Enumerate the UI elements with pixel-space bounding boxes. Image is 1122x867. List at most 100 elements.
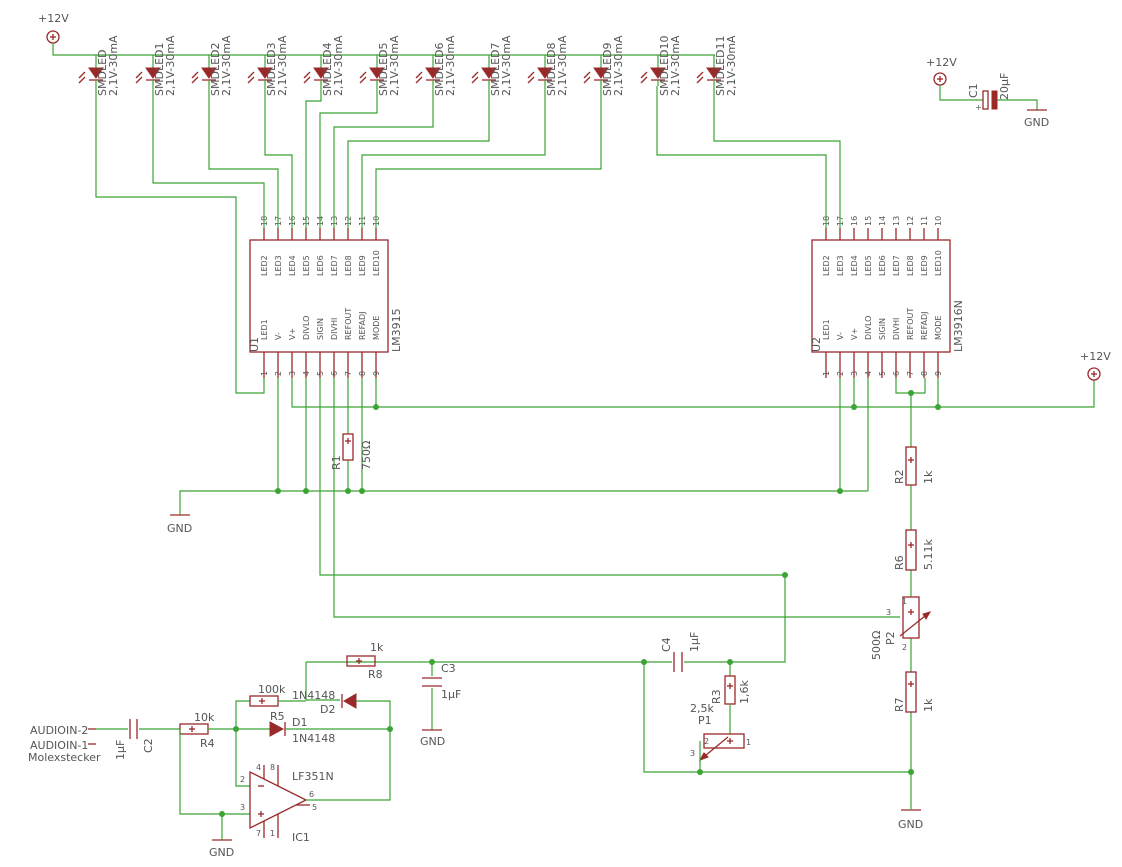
pin-bottom-name: REFADJ: [358, 312, 367, 340]
r8-resistor: 1k R8: [305, 641, 384, 700]
p1-potentiometer: 2,5k P1 1 2 3: [690, 702, 751, 772]
pin-top-num: 11: [920, 216, 929, 226]
pin-bottom-name: V-: [836, 332, 845, 340]
ic1-pin1: 1: [270, 829, 275, 838]
led-value-6: 2,1V-30mA: [444, 35, 457, 96]
pin-top-name: LED2: [822, 255, 831, 276]
pin-top-num: 15: [864, 216, 873, 226]
p1-value: 2,5k: [690, 702, 714, 715]
d2-name: D2: [320, 703, 335, 716]
pin-top-num: 13: [892, 216, 901, 226]
chip-part: LM3916N: [952, 300, 965, 352]
pin-bottom-num: 5: [316, 371, 325, 376]
pin-bottom-name: REFOUT: [344, 308, 353, 340]
pin-bottom-name: DIVHI: [330, 318, 339, 340]
ic1-pin4: 4: [256, 763, 261, 772]
p1-pin2: 2: [704, 737, 709, 746]
pin-top-name: LED8: [906, 255, 915, 276]
p2-value: 500Ω: [870, 631, 883, 660]
p1-pin1: 1: [746, 738, 751, 747]
d1-name: D1: [292, 716, 307, 729]
pin-bottom-name: V+: [288, 328, 297, 340]
pin-top-name: LED4: [288, 255, 297, 276]
pin-top-name: LED8: [344, 255, 353, 276]
r8-value: 1k: [370, 641, 384, 654]
pin-top-name: LED5: [864, 255, 873, 276]
c3-gnd-label: GND: [420, 735, 445, 748]
ic1-pin6: 6: [309, 790, 314, 799]
supply-12v-top: +12V: [38, 12, 69, 44]
c1-capacitor: +12V + GND C1 20µF: [926, 56, 1049, 129]
led-name-3: SMDLED3: [265, 43, 278, 97]
led-value-1: 2,1V-30mA: [164, 35, 177, 96]
chip-name: U1: [248, 337, 261, 352]
pin-top-name: LED7: [330, 255, 339, 276]
pin-bottom-num: 8: [358, 371, 367, 376]
p2-name: P2: [884, 631, 897, 645]
pin-bottom-num: 1: [260, 371, 269, 376]
led-name-9: SMDLED9: [601, 43, 614, 97]
pin-top-name: LED3: [274, 255, 283, 276]
r3-resistor: R3 1,6k: [710, 662, 751, 734]
pin-bottom-name: LED1: [260, 319, 269, 340]
junctions: [219, 390, 941, 817]
pin-bottom-num: 4: [302, 371, 311, 376]
ic1-opamp: 2 3 4 8 6 5 7 1 LF351N IC1 GND: [179, 729, 334, 859]
pin-top-num: 16: [850, 216, 859, 226]
pin-top-name: LED5: [302, 255, 311, 276]
c3-value: 1µF: [441, 688, 461, 701]
pin-bottom-num: 2: [274, 371, 283, 376]
r1-name: R1: [330, 455, 343, 470]
chip-part: LM3915: [390, 308, 403, 352]
pin-bottom-num: 1: [822, 371, 831, 376]
pin-bottom-num: 8: [920, 371, 929, 376]
pin-bottom-name: MODE: [934, 316, 943, 340]
r8-name: R8: [368, 668, 383, 681]
ic1-pin3: 3: [240, 803, 245, 812]
c4-value: 1µF: [688, 632, 701, 652]
d1-diode: D1 1N4148: [236, 716, 390, 745]
pin-bottom-name: DIVLO: [864, 316, 873, 340]
pin-top-num: 14: [878, 216, 887, 226]
u2-bottom-wires: [839, 378, 939, 800]
svg-text:+: +: [975, 103, 982, 112]
led-value-3: 2,1V-30mA: [276, 35, 289, 96]
r7-value: 1k: [922, 698, 935, 712]
pin-bottom-name: DIVHI: [892, 318, 901, 340]
c3-name: C3: [441, 662, 456, 675]
r2-value: 1k: [922, 470, 935, 484]
r4-resistor: 10k R4: [179, 711, 236, 750]
led-value-9: 2,1V-30mA: [612, 35, 625, 96]
pin-bottom-num: 6: [892, 371, 901, 376]
led-0: SMDLED2,1V-30mA: [78, 35, 120, 96]
r5-resistor: 100k R5: [235, 683, 306, 729]
connector: AUDIOIN-2 AUDIOIN-1 Molexstecker: [28, 724, 128, 764]
u1-bottom-wires: [179, 378, 1095, 663]
r4-value: 10k: [194, 711, 215, 724]
led-name-8: SMDLED8: [545, 43, 558, 97]
pin-top-name: LED4: [850, 255, 859, 276]
led-value-7: 2,1V-30mA: [500, 35, 513, 96]
pin-top-name: LED10: [372, 250, 381, 276]
r7-name: R7: [893, 697, 906, 712]
pin-bottom-name: V+: [850, 328, 859, 340]
ic1-name: IC1: [292, 831, 310, 844]
pin-top-name: LED6: [316, 255, 325, 276]
c1-name: C1: [967, 83, 980, 98]
p2-pin3: 3: [886, 608, 891, 617]
r3-name: R3: [710, 689, 723, 704]
chip-name: U2: [810, 337, 823, 352]
led-name-4: SMDLED4: [321, 43, 334, 97]
pin-bottom-name: SIGIN: [878, 318, 887, 340]
led-value-8: 2,1V-30mA: [556, 35, 569, 96]
ic1-gnd-label: GND: [209, 846, 234, 859]
pin-bottom-name: REFADJ: [920, 312, 929, 340]
led-name-2: SMDLED2: [209, 43, 222, 97]
led-name-1: SMDLED1: [153, 43, 166, 97]
d1-value: 1N4148: [292, 732, 335, 745]
